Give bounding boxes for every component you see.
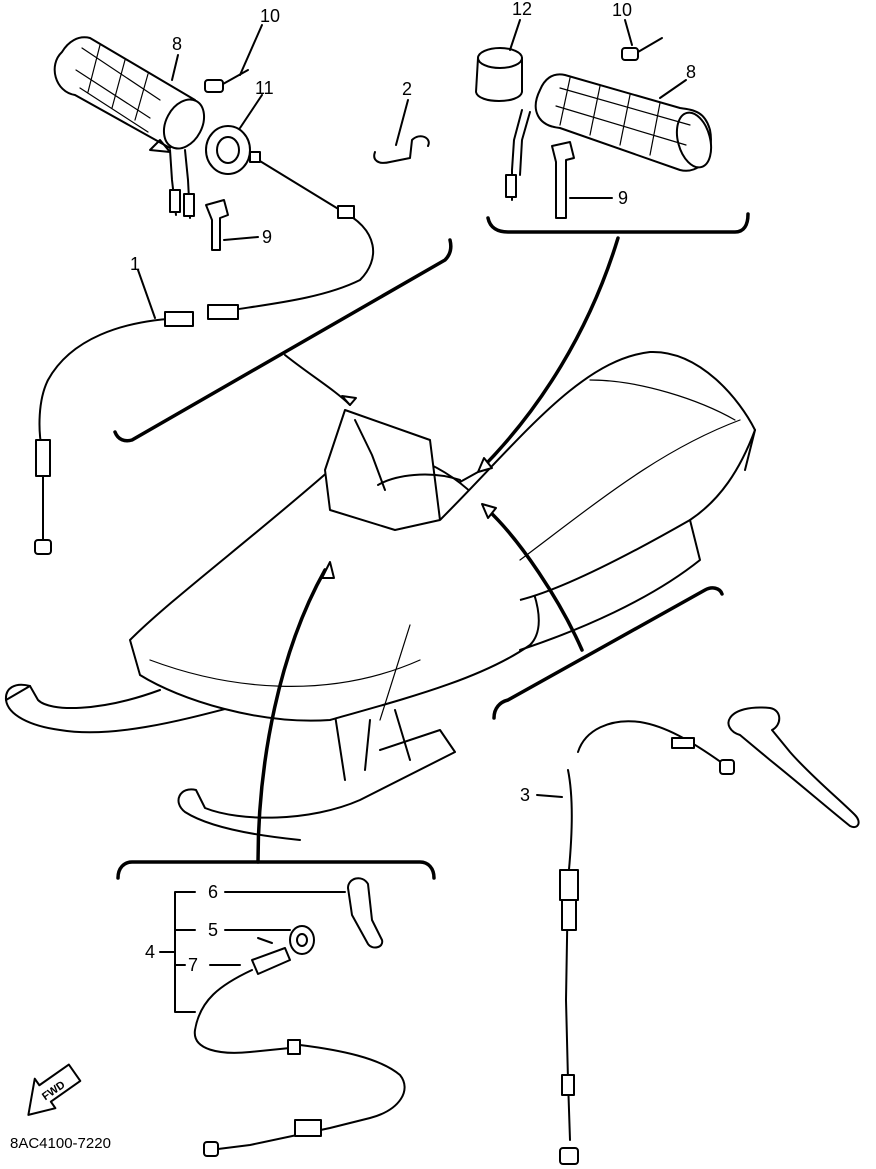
- pointer-choke-arrow: [321, 561, 335, 579]
- right-ski: [177, 729, 456, 841]
- brake-lever: [727, 706, 860, 828]
- seat-line: [519, 379, 741, 561]
- detail-right-handlebar: [459, 37, 750, 483]
- group-bracket: [174, 891, 196, 1013]
- bracket: [373, 135, 430, 164]
- end-cap: [475, 47, 523, 102]
- pointer-choke: [256, 568, 327, 864]
- brake-cable-adjuster: [559, 869, 579, 901]
- collar: [205, 125, 251, 175]
- fwd-arrow-icon: [27, 1063, 82, 1116]
- choke-cable-joint: [287, 1039, 301, 1055]
- label-9-left: 9: [262, 227, 272, 247]
- rivet-right: [621, 37, 663, 61]
- detail-choke: [116, 561, 436, 1157]
- left-ski-tip: [5, 685, 31, 701]
- label-10-left: 10: [260, 6, 280, 26]
- cable-adjuster: [35, 439, 51, 477]
- label-leaders: [137, 19, 687, 798]
- seat: [439, 350, 756, 601]
- brake-cable-sleeve: [561, 899, 577, 931]
- rivet-left: [204, 69, 249, 93]
- pointer-brake: [486, 508, 584, 652]
- label-12: 12: [512, 0, 532, 19]
- left-ski: [4, 683, 261, 734]
- choke-lever: [347, 877, 384, 949]
- leader-10-right: [624, 19, 633, 46]
- drawing-code: 8AC4100-7220: [10, 1135, 111, 1152]
- snowmobile-illustration: [4, 350, 756, 841]
- pointer-left-arrow: [341, 395, 357, 406]
- brake-cable-lower-fitting: [561, 1074, 575, 1096]
- brake-cable-lower-end: [559, 1147, 579, 1165]
- detail-left-handlebar: [34, 36, 453, 555]
- pointer-right-tip: [459, 471, 479, 483]
- detail-choke-frame: [116, 860, 436, 880]
- leader-2: [395, 99, 409, 146]
- choke-cable-head: [251, 947, 291, 975]
- cable-tie-left: [205, 199, 229, 251]
- right-wire-connector: [505, 174, 517, 198]
- detail-brake-frame: [492, 586, 724, 720]
- pointer-left: [284, 354, 351, 406]
- cable-end-top: [249, 151, 261, 163]
- choke-cable-fitting: [294, 1119, 322, 1137]
- leader-1: [137, 269, 156, 319]
- choke-nut: [289, 925, 315, 955]
- choke-pin: [257, 937, 273, 944]
- ski-legs: [334, 709, 411, 781]
- wire-connector-b: [183, 193, 195, 217]
- brake-cable-end: [719, 759, 735, 775]
- label-10-right: 10: [612, 0, 632, 20]
- label-6: 6: [208, 882, 218, 902]
- handlebar: [354, 419, 461, 491]
- choke-cable: [193, 969, 406, 1151]
- fwd-direction-badge: FWD: [27, 1063, 82, 1116]
- leader-11: [239, 94, 263, 129]
- leader-8-left: [171, 54, 179, 81]
- label-4: 4: [145, 942, 155, 962]
- throttle-cable: [38, 157, 374, 451]
- grip-left: [53, 36, 206, 153]
- label-7: 7: [188, 955, 198, 975]
- label-5: 5: [208, 920, 218, 940]
- cable-fitting-b: [207, 304, 239, 320]
- label-3: 3: [520, 785, 530, 805]
- cable-fitting-c: [164, 311, 194, 327]
- wire-connector-a: [169, 189, 181, 213]
- label-1: 1: [130, 254, 140, 274]
- leader-10-left: [239, 24, 263, 76]
- part-labels: 8 10 11 2 9 1 12 10 8 9 3 6 5 4 7: [130, 0, 696, 975]
- leader-3: [536, 794, 563, 798]
- label-2: 2: [402, 79, 412, 99]
- pointer-right-arrow: [477, 457, 493, 473]
- tunnel: [519, 429, 756, 651]
- cable-end-bottom: [34, 539, 52, 555]
- pointer-brake-arrow: [481, 503, 497, 519]
- brake-cable-fitting: [671, 737, 695, 749]
- choke-cable-end: [203, 1141, 219, 1157]
- leader-8-right: [659, 79, 687, 99]
- label-8-right: 8: [686, 62, 696, 82]
- detail-left-frame: [113, 238, 453, 443]
- label-11: 11: [255, 78, 274, 98]
- hood: [129, 459, 540, 722]
- brake-cable-upper: [577, 720, 726, 766]
- label-8-left: 8: [172, 34, 182, 54]
- detail-right-frame: [486, 212, 750, 234]
- grip-right: [534, 73, 713, 172]
- cable-tie-right: [551, 141, 575, 219]
- leader-9-left: [223, 236, 259, 241]
- detail-brake: [481, 503, 860, 1165]
- windshield: [324, 409, 441, 531]
- label-9-right: 9: [618, 188, 628, 208]
- leader-12: [509, 19, 521, 51]
- pointer-right: [478, 236, 620, 472]
- cable-fitting-a: [337, 205, 355, 219]
